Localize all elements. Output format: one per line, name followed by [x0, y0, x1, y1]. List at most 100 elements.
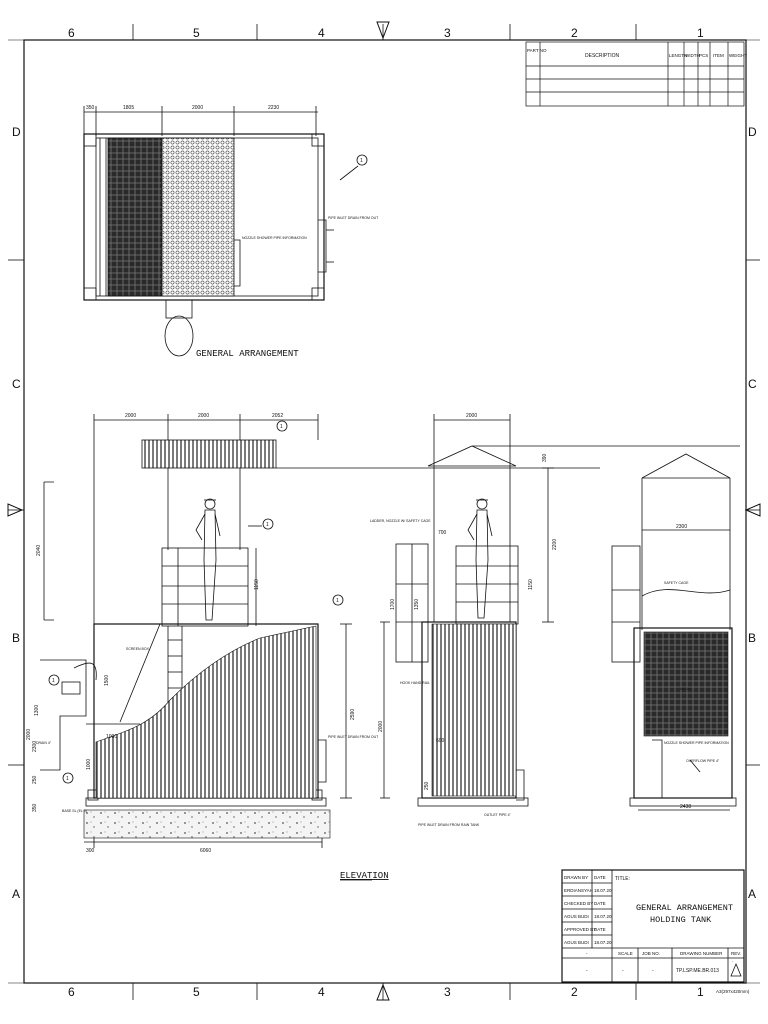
elevation-dim: 1500: [104, 675, 110, 686]
tb-footer-header: -: [586, 951, 588, 956]
end-note: NOZZLE SHOWER PIPE INFORMATION: [664, 741, 729, 745]
zone-row-label: C: [12, 377, 21, 391]
plan-note: NOZZLE SHOWER PIPE INFORMATION: [242, 236, 307, 240]
tb-title-line2: HOLDING TANK: [650, 915, 712, 925]
end-dim: 2300: [676, 524, 687, 530]
end-note: SAFETY CAGE: [664, 581, 689, 585]
end-view: 2300 2438 SAFETY CAGE MEDIA NOZZLE SHOWE…: [611, 453, 737, 811]
tb-cell: DATE: [594, 901, 606, 906]
title-block: [561, 869, 745, 983]
side-dim: 2200: [552, 539, 558, 550]
end-dim: 2438: [680, 804, 691, 810]
parts-header: ITEM: [713, 53, 724, 58]
side-dim: 1350: [414, 599, 420, 610]
elevation-callout: 1: [266, 522, 269, 528]
side-dim: 700: [438, 530, 447, 536]
worker-figure: [195, 498, 221, 621]
elevation-title: ELEVATION: [340, 871, 389, 881]
side-view: 2000 390 700 2200 1150 1700 1350 2000 60…: [370, 413, 740, 827]
elevation-dim: 300: [86, 848, 95, 854]
tb-footer-header: REV.: [731, 951, 741, 956]
tb-cell: 18.07.20: [594, 940, 612, 945]
zone-col-label: 1: [697, 985, 704, 999]
zone-row-label: D: [748, 125, 757, 139]
parts-header: WIDTH: [685, 53, 700, 58]
tb-footer-value: -: [732, 958, 734, 963]
zone-column-labels-top: 6 5 4 3 2 1: [68, 26, 704, 40]
tb-footer-value: -: [652, 968, 654, 974]
elevation-note: PIPE INLET DRAIN FROM OUT: [328, 735, 379, 739]
sheet-size: A3(297x420mm): [716, 989, 750, 994]
end-note: MEDIA: [680, 687, 692, 691]
side-dim: 2000: [466, 413, 477, 419]
tb-cell: 18.07.20: [594, 888, 612, 893]
title-block-text: DRAWN BY DATE ERDIANSYAH 18.07.20 CHECKE…: [564, 875, 750, 994]
plan-view: 1 350 1805 2000 2230 NOZZLE SHOWER PIPE …: [83, 105, 379, 359]
elevation-dim: 1000: [106, 734, 117, 740]
zone-col-label: 2: [571, 26, 578, 40]
tb-footer-value: -: [586, 968, 588, 974]
elevation-dim: 2590: [350, 709, 356, 720]
elevation-dim: 350: [32, 803, 38, 812]
side-note: HOOK HAND RAIL: [400, 681, 430, 685]
tb-cell: AGUS BUDI: [564, 914, 589, 919]
zone-col-label: 5: [193, 985, 200, 999]
parts-header: DESCRIPTION: [585, 53, 620, 59]
zone-col-label: 4: [318, 985, 325, 999]
plan-dim: 350: [86, 105, 95, 111]
zone-row-label: C: [748, 377, 757, 391]
plan-dim: 1805: [123, 105, 134, 111]
zone-row-labels: D C B A D C B A: [12, 125, 757, 901]
side-dim: 2000: [378, 721, 384, 732]
zone-col-label: 4: [318, 26, 325, 40]
tb-cell: CHECKED BY: [564, 901, 593, 906]
side-note: PIPE INLET DRAIN FROM RAIN TANK: [418, 823, 480, 827]
parts-header: LENGTH: [669, 53, 687, 58]
parts-table: [525, 41, 745, 107]
drawing-frame: [7, 21, 761, 1001]
elevation-dim: 1000: [86, 759, 92, 770]
tb-cell: DRAWN BY: [564, 875, 588, 880]
elevation-callout: 1: [280, 424, 283, 430]
tb-title-line1: GENERAL ARRANGEMENT: [636, 903, 733, 913]
plan-note: PIPE INLET DRAIN FROM OUT: [328, 216, 379, 220]
side-note: OUTLET PIPE 4": [484, 813, 512, 817]
elevation-dim: 1150: [254, 579, 260, 590]
zone-col-label: 1: [697, 26, 704, 40]
elevation-note: SCREEN BOX: [126, 647, 150, 651]
side-dim: 1150: [528, 579, 534, 590]
side-note: LADDER, NOZZLE W/ SAFETY CAGE: [370, 519, 431, 523]
zone-col-label: 3: [444, 26, 451, 40]
tb-cell: AGUS BUDI: [564, 940, 589, 945]
plan-title: GENERAL ARRANGEMENT: [196, 349, 299, 359]
tb-footer-header: SCALE: [618, 951, 633, 956]
parts-header: PCS: [699, 53, 708, 58]
zone-row-label: A: [748, 887, 756, 901]
parts-header: PART NO: [527, 48, 547, 53]
tb-footer-value: -: [622, 968, 624, 974]
tb-cell: 18.07.20: [594, 914, 612, 919]
zone-col-label: 5: [193, 26, 200, 40]
zone-col-label: 6: [68, 26, 75, 40]
plan-dim: 2230: [268, 105, 279, 111]
elevation-dim: 1300: [34, 705, 40, 716]
side-dim: 1700: [390, 599, 396, 610]
worker-figure: [467, 498, 493, 619]
zone-row-label: A: [12, 887, 20, 901]
tb-footer-header: DRAWING NUMBER: [680, 951, 723, 956]
tb-cell: DATE: [594, 927, 606, 932]
tb-cell: ERDIANSYAH: [564, 888, 593, 893]
elevation-dim: 2300: [32, 741, 38, 752]
elevation-callout: 1: [66, 776, 69, 782]
side-dim: 390: [542, 453, 548, 462]
elevation-dim: 250: [32, 775, 38, 784]
zone-col-label: 6: [68, 985, 75, 999]
elevation-view: 1 1 1 1 1 2000 2000 2052 2040 1150 1500 …: [26, 413, 600, 881]
elevation-dim: 6060: [200, 848, 211, 854]
tb-cell: DATE: [594, 875, 606, 880]
elevation-dim: 2000: [198, 413, 209, 419]
tb-footer-header: JOB NO.: [642, 951, 660, 956]
end-note: OVERFLOW PIPE 4": [686, 759, 720, 763]
tb-drawing-number: TP.LSP.ME.BR.013: [676, 968, 719, 974]
